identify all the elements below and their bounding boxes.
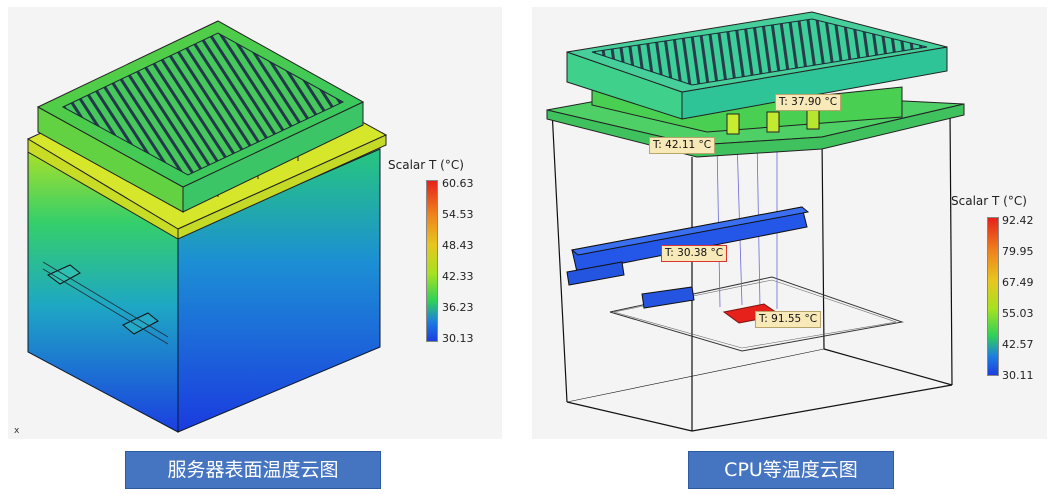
right-tick-2: 67.49 [1002, 276, 1034, 289]
right-tick-0: 92.42 [1002, 214, 1034, 227]
right-tick-5: 30.11 [1002, 369, 1034, 382]
right-legend-title: Scalar T (°C) [951, 194, 1027, 208]
small-part-left [566, 261, 625, 286]
left-tick-4: 36.23 [442, 301, 474, 314]
right-colorbar [987, 217, 999, 376]
right-tick-3: 55.03 [1002, 307, 1034, 320]
server-surface-panel: Scalar T (°C) 60.63 54.53 48.43 42.33 36… [8, 7, 502, 439]
left-tick-5: 30.13 [442, 332, 474, 345]
cpu-board-outline [609, 276, 904, 352]
probe-label-heatsink: T: 37.90 °C [775, 94, 842, 111]
server-surface-render [26, 20, 388, 433]
left-tick-2: 48.43 [442, 239, 474, 252]
probe-label-cpu: T: 91.55 °C [755, 311, 822, 328]
small-part-mid [641, 286, 695, 309]
caption-cpu-temperature: CPU等温度云图 [688, 451, 894, 489]
probe-label-plate: T: 42.11 °C [649, 137, 716, 154]
cpu-temperature-render [546, 11, 965, 432]
front-tab-2 [122, 312, 159, 335]
right-tick-1: 79.95 [1002, 245, 1034, 258]
probe-label-memory: T: 30.38 °C [661, 245, 728, 262]
memory-bar-top [570, 206, 810, 256]
cpu-temperature-panel: T: 37.90 °C T: 42.11 °C T: 30.38 °C T: 9… [532, 7, 1047, 439]
axis-indicator: x [14, 426, 20, 436]
left-tick-0: 60.63 [442, 177, 474, 190]
left-tick-3: 42.33 [442, 270, 474, 283]
yellow-plate-edge-right [177, 134, 387, 240]
right-tick-4: 42.57 [1002, 338, 1034, 351]
left-colorbar [426, 180, 438, 342]
caption-server-surface: 服务器表面温度云图 [125, 451, 381, 489]
heatsink-fins [591, 18, 928, 86]
left-legend-title: Scalar T (°C) [388, 158, 464, 172]
heatsink-fins [61, 32, 345, 176]
left-tick-1: 54.53 [442, 208, 474, 221]
